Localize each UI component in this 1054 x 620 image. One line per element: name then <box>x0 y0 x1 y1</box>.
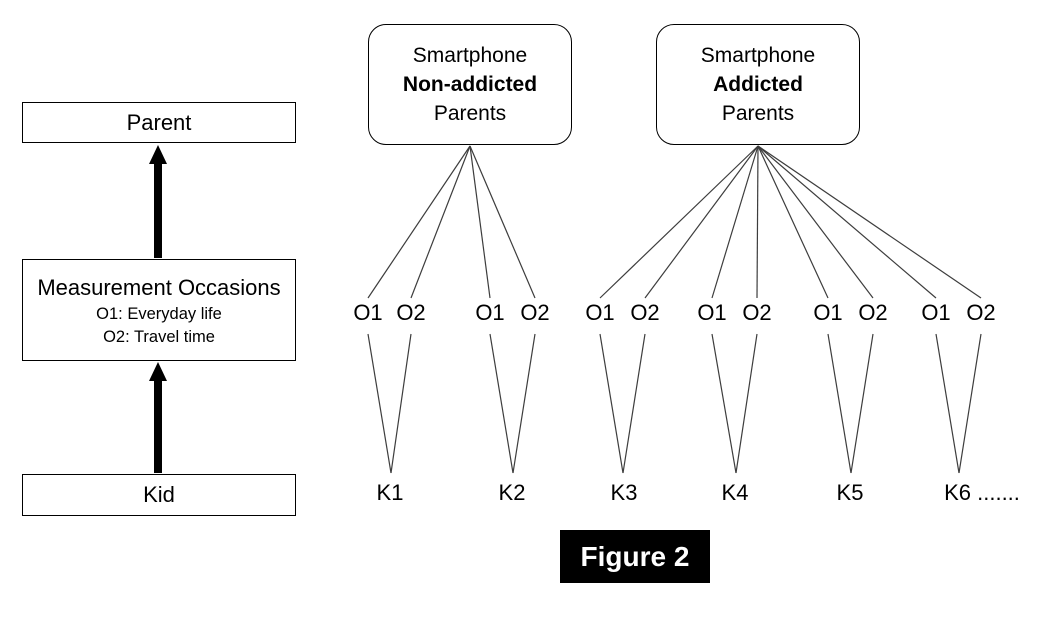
group-title-line: Parents <box>433 102 507 125</box>
kid-label: K6 ....... <box>944 480 1020 505</box>
arrow-shaft <box>154 378 162 473</box>
occasion-label: O2 <box>520 300 550 325</box>
connector-line <box>735 333 758 474</box>
connector-line <box>711 145 759 299</box>
arrow-head-icon <box>149 362 167 381</box>
connector-line <box>850 333 874 474</box>
connector-line <box>644 145 759 299</box>
group-title-line: Smartphone <box>412 44 528 67</box>
occasion-label: O2 <box>742 300 772 325</box>
parent-box-label: Parent <box>126 109 192 135</box>
measurement-occasions-box: Measurement Occasions O1: Everyday life … <box>22 259 296 361</box>
connector-line <box>757 145 874 299</box>
occasion-label: O1 <box>585 300 615 325</box>
fan-non-addicted <box>367 145 536 299</box>
connector-line <box>512 333 536 474</box>
occasion-label: O1 <box>921 300 951 325</box>
kid-box: Kid <box>22 474 296 516</box>
arrow-head-icon <box>149 145 167 164</box>
connector-line <box>469 145 491 299</box>
arrow-shaft <box>154 161 162 258</box>
connector-line <box>489 333 514 474</box>
arrow-kid-to-measurement <box>149 362 167 473</box>
figure-caption: Figure 2 <box>560 530 710 583</box>
occasion-to-kid-lines <box>367 333 982 474</box>
occasion-label: O2 <box>966 300 996 325</box>
kid-label: K4 <box>721 480 749 505</box>
group-title-line: Parents <box>721 102 795 125</box>
connector-line <box>599 333 624 474</box>
occasion-label: O1 <box>353 300 383 325</box>
connector-line <box>935 333 960 474</box>
connector-line <box>599 145 759 299</box>
fan-addicted <box>599 145 982 299</box>
connector-line <box>367 333 392 474</box>
measurement-box-sub2: O2: Travel time <box>103 328 215 346</box>
parent-box: Parent <box>22 102 296 143</box>
group-box-addicted-parents: Smartphone Addicted Parents <box>656 24 860 145</box>
group-title-line-bold: Addicted <box>713 73 803 96</box>
connector-line <box>757 145 937 299</box>
kid-label: K3 <box>610 480 638 505</box>
connector-line <box>757 145 829 299</box>
connector-line <box>410 145 471 299</box>
connector-line <box>827 333 852 474</box>
kid-label: K2 <box>498 480 526 505</box>
group-title-line-bold: Non-addicted <box>402 73 538 96</box>
group-box-non-addicted-parents: Smartphone Non-addicted Parents <box>368 24 572 145</box>
measurement-box-sub1: O1: Everyday life <box>96 305 222 323</box>
connector-line <box>711 333 737 474</box>
kid-box-label: Kid <box>143 482 175 507</box>
connector-line <box>756 145 759 299</box>
connector-line <box>757 145 982 299</box>
occasion-label: O2 <box>858 300 888 325</box>
connector-line <box>469 145 536 299</box>
connector-line <box>367 145 471 299</box>
arrow-measurement-to-parent <box>149 145 167 258</box>
kid-label: K5 <box>836 480 864 505</box>
occasion-label: O1 <box>475 300 505 325</box>
connector-line <box>622 333 646 474</box>
occasion-label: O1 <box>813 300 843 325</box>
connector-line <box>390 333 412 474</box>
group-title-line: Smartphone <box>700 44 816 67</box>
occasion-label: O1 <box>697 300 727 325</box>
kid-label: K1 <box>376 480 404 505</box>
connector-line <box>958 333 982 474</box>
occasion-label: O2 <box>396 300 426 325</box>
measurement-box-title: Measurement Occasions <box>37 275 281 300</box>
occasion-label: O2 <box>630 300 660 325</box>
